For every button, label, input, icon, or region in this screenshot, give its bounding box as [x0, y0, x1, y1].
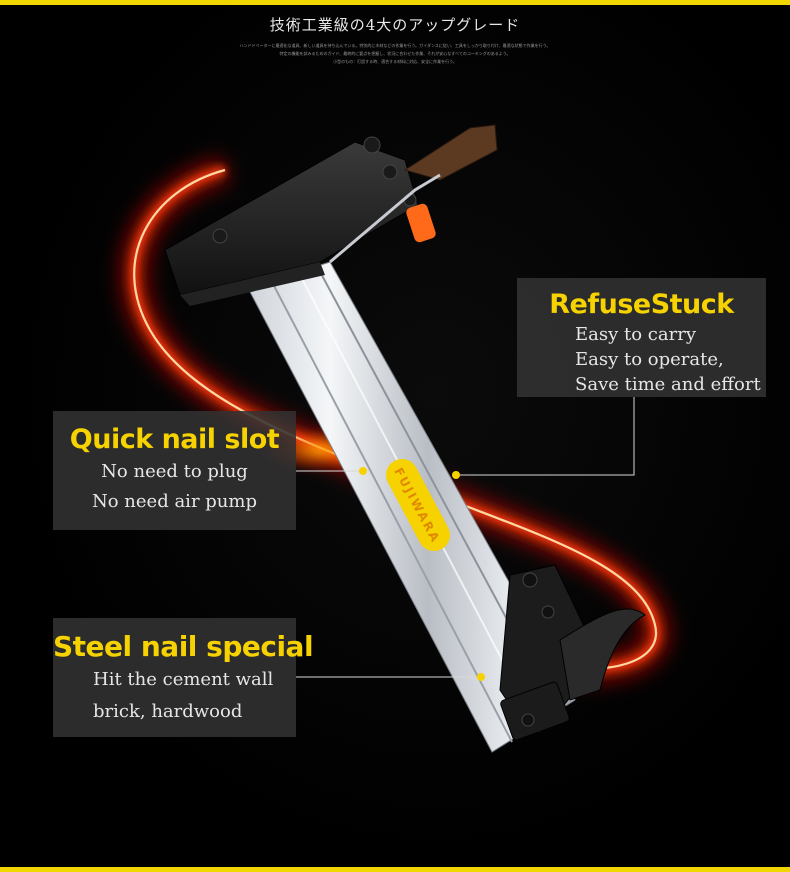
callout-refuse-stuck: RefuseStuck Easy to carry Easy to operat… [517, 278, 766, 397]
page-title: 技術工業級の4大のアップグレード [269, 16, 521, 34]
callout-line: Save time and effort [575, 374, 761, 395]
intro-line-3: 小型のもの：打設する時、適合する材料に対応、安全に作業を行う。 [333, 59, 457, 64]
callout-line: brick, hardwood [93, 701, 243, 722]
intro-line-2: 特定の機能を試みるためのガイド、最終的に要点を把握し、状況に合わせた作業、それが… [279, 51, 511, 56]
callout-connectors [296, 397, 635, 681]
callout-title: RefuseStuck [549, 289, 734, 320]
top-accent-bar [0, 0, 790, 5]
intro-text: ハンドドベーターに最適化な道具、新しい道具を持ち込んでいる。特別的に木材などの作… [40, 42, 750, 66]
callout-line: No need to plug [101, 461, 248, 482]
refuse-marker-dot [452, 471, 460, 479]
callout-line: Easy to operate, [575, 349, 724, 370]
bottom-accent-bar [0, 867, 790, 872]
quick-marker-dot [359, 467, 367, 475]
callout-title: Quick nail slot [69, 424, 280, 455]
tool-nose [164, 124, 498, 306]
callout-line: Hit the cement wall [93, 669, 274, 690]
callout-steel-nail-special: Steel nail special Hit the cement wall b… [53, 618, 314, 737]
intro-line-1: ハンドドベーターに最適化な道具、新しい道具を持ち込んでいる。特別的に木材などの作… [239, 43, 551, 48]
steel-marker-dot [477, 673, 485, 681]
tool-trigger [499, 564, 646, 741]
callout-title: Steel nail special [53, 630, 314, 663]
callout-line: No need air pump [92, 491, 257, 512]
callout-line: Easy to carry [575, 324, 696, 345]
callout-quick-nail-slot: Quick nail slot No need to plug No need … [53, 411, 296, 530]
